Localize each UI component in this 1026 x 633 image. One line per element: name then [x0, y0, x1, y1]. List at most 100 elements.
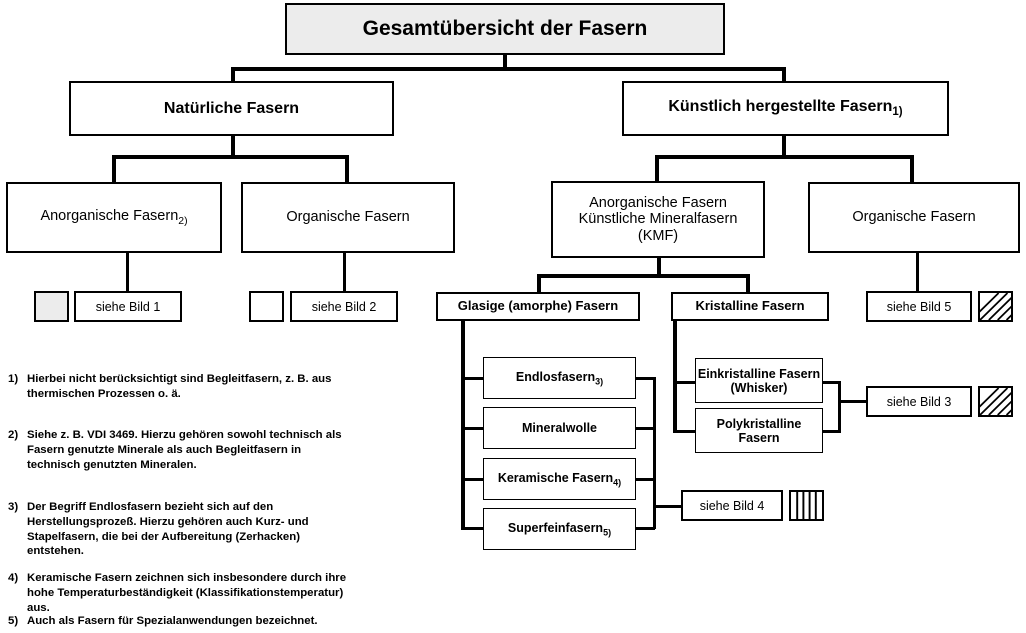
ref-box-bild4: siehe Bild 4 [681, 490, 783, 521]
connector-crystalline-merge-2 [821, 430, 840, 433]
connector-to-crystalline [746, 274, 750, 292]
connector-crystalline-merge-1 [821, 381, 840, 384]
box-art-anorganische-fasern-kmf: Anorganische Fasern Künstliche Mineralfa… [551, 181, 765, 258]
footnote-marker-4: 4) [613, 477, 622, 488]
connector-natural-down [231, 135, 235, 157]
box-kristalline-fasern: Kristalline Fasern [671, 292, 829, 321]
box-art-organische-fasern: Organische Fasern [808, 182, 1020, 253]
box-glasige-amorphe-fasern-label: Glasige (amorphe) Fasern [457, 298, 619, 314]
footnote-2-num: 2) [8, 429, 19, 441]
connector-crystalline-trunk [673, 320, 677, 433]
connector-artificial-down [782, 135, 786, 157]
ref-box-bild1: siehe Bild 1 [74, 291, 182, 322]
footnote-4: 4) Keramische Fasern zeichnen sich insbe… [8, 571, 348, 615]
box-title: Gesamtübersicht der Fasern [285, 3, 725, 55]
footnote-2-text: Siehe z. B. VDI 3469. Hierzu gehören sow… [27, 429, 342, 471]
ref-box-bild2: siehe Bild 2 [290, 291, 398, 322]
connector-kmf-down [657, 258, 661, 277]
footnote-5-num: 5) [8, 615, 19, 627]
box-superfeinfasern: Superfeinfasern5) [483, 508, 636, 550]
footnote-marker-2: 2) [178, 215, 188, 227]
connector-crystalline-stub-1 [673, 381, 697, 384]
box-natuerliche-fasern-label: Natürliche Fasern [163, 99, 300, 117]
connector-glassy-stub-1 [461, 377, 484, 380]
ref-box-bild2-label: siehe Bild 2 [311, 299, 377, 314]
connector-glassy-merge-trunk [653, 377, 656, 529]
box-endlosfasern: Endlosfasern3) [483, 357, 636, 399]
box-mineralwolle-label: Mineralwolle [521, 421, 598, 435]
swatch-bild1-gray-solid [34, 291, 69, 322]
ref-box-bild3: siehe Bild 3 [866, 386, 972, 417]
box-einkristalline-fasern: Einkristalline Fasern (Whisker) [695, 358, 823, 403]
footnote-4-num: 4) [8, 572, 19, 584]
connector-glassy-stub-4 [461, 527, 484, 530]
ref-box-bild5: siehe Bild 5 [866, 291, 972, 322]
connector-level1-bus [231, 67, 786, 71]
connector-crystalline-stub-2 [673, 430, 697, 433]
ref-box-bild5-label: siehe Bild 5 [886, 299, 952, 314]
box-kuenstlich-hergestellte-fasern: Künstlich hergestellte Fasern1) [622, 81, 949, 136]
footnote-1: 1) Hierbei nicht berücksichtigt sind Beg… [8, 372, 348, 402]
footnote-3-num: 3) [8, 501, 19, 513]
connector-to-art-organic [910, 155, 914, 183]
footnote-3-text: Der Begriff Endlosfasern bezieht sich au… [27, 501, 309, 558]
box-nat-anorganische-fasern: Anorganische Fasern2) [6, 182, 222, 253]
box-glasige-amorphe-fasern: Glasige (amorphe) Fasern [436, 292, 640, 321]
box-nat-organische-fasern: Organische Fasern [241, 182, 455, 253]
connector-to-artificial [782, 67, 786, 82]
connector-artorg-to-bild5 [916, 252, 919, 292]
connector-kmf-bus [537, 274, 750, 278]
swatch-bild4-vertical-stripes [789, 490, 824, 521]
connector-to-natural [231, 67, 235, 82]
footnote-marker-3: 3) [595, 376, 604, 387]
box-einkristalline-fasern-label: Einkristalline Fasern [697, 366, 821, 381]
footnote-5-text: Auch als Fasern für Spezialanwendungen b… [27, 615, 318, 627]
connector-glassy-to-bild4 [653, 505, 681, 508]
footnote-1-text: Hierbei nicht berücksichtigt sind Beglei… [27, 373, 332, 400]
box-natuerliche-fasern: Natürliche Fasern [69, 81, 394, 136]
diagonal-hatch-icon [980, 293, 1011, 320]
connector-to-glassy [537, 274, 541, 292]
footnote-1-num: 1) [8, 373, 19, 385]
footnote-marker-1: 1) [892, 106, 903, 119]
swatch-bild3-diagonal-hatch [978, 386, 1013, 417]
ref-box-bild3-label: siehe Bild 3 [886, 394, 952, 409]
box-superfeinfasern-label: Superfeinfasern [507, 520, 604, 535]
swatch-bild2-white-empty [249, 291, 284, 322]
connector-glassy-stub-3 [461, 478, 484, 481]
box-kmf-line3: (KMF) [637, 227, 679, 244]
connector-glassy-merge-2 [634, 427, 655, 430]
box-endlosfasern-label: Endlosfasern [515, 369, 596, 384]
box-polykristalline-fasern: Polykristalline Fasern [695, 408, 823, 453]
footnote-3: 3) Der Begriff Endlosfasern bezieht sich… [8, 500, 348, 559]
box-keramische-fasern-label: Keramische Fasern [497, 470, 614, 485]
footnote-2: 2) Siehe z. B. VDI 3469. Hierzu gehören … [8, 428, 348, 472]
connector-glassy-stub-2 [461, 427, 484, 430]
connector-glassy-merge-4 [634, 527, 655, 530]
connector-glassy-merge-1 [634, 377, 655, 380]
connector-title-down [503, 55, 507, 69]
connector-natorg-to-bild2 [343, 252, 346, 292]
box-einkristalline-fasern-sublabel: (Whisker) [730, 380, 788, 395]
connector-artificial-bus [655, 155, 914, 159]
box-kmf-line1: Anorganische Fasern [589, 195, 727, 212]
connector-crystalline-to-bild3 [838, 400, 866, 403]
box-kristalline-fasern-label: Kristalline Fasern [695, 298, 805, 314]
footnote-4-text: Keramische Fasern zeichnen sich insbeson… [27, 572, 347, 614]
box-nat-organische-fasern-label: Organische Fasern [286, 209, 410, 226]
swatch-bild5-diagonal-hatch [978, 291, 1013, 322]
box-polykristalline-fasern-label: Polykristalline Fasern [716, 416, 802, 445]
box-kmf-line2: Künstliche Mineralfasern [578, 211, 738, 228]
connector-natural-bus [112, 155, 349, 159]
box-kuenstlich-hergestellte-fasern-label: Künstlich hergestellte Fasern [668, 97, 893, 115]
connector-to-nat-inorganic [112, 155, 116, 183]
box-title-label: Gesamtübersicht der Fasern [362, 17, 648, 41]
connector-natinorg-to-bild1 [126, 252, 129, 292]
box-art-organische-fasern-label: Organische Fasern [852, 209, 976, 226]
footnote-5: 5) Auch als Fasern für Spezialanwendunge… [8, 614, 368, 629]
box-nat-anorganische-fasern-label: Anorganische Fasern [40, 207, 179, 224]
vertical-stripes-icon [796, 492, 817, 519]
connector-glassy-merge-3 [634, 478, 655, 481]
ref-box-bild4-label: siehe Bild 4 [699, 498, 765, 513]
